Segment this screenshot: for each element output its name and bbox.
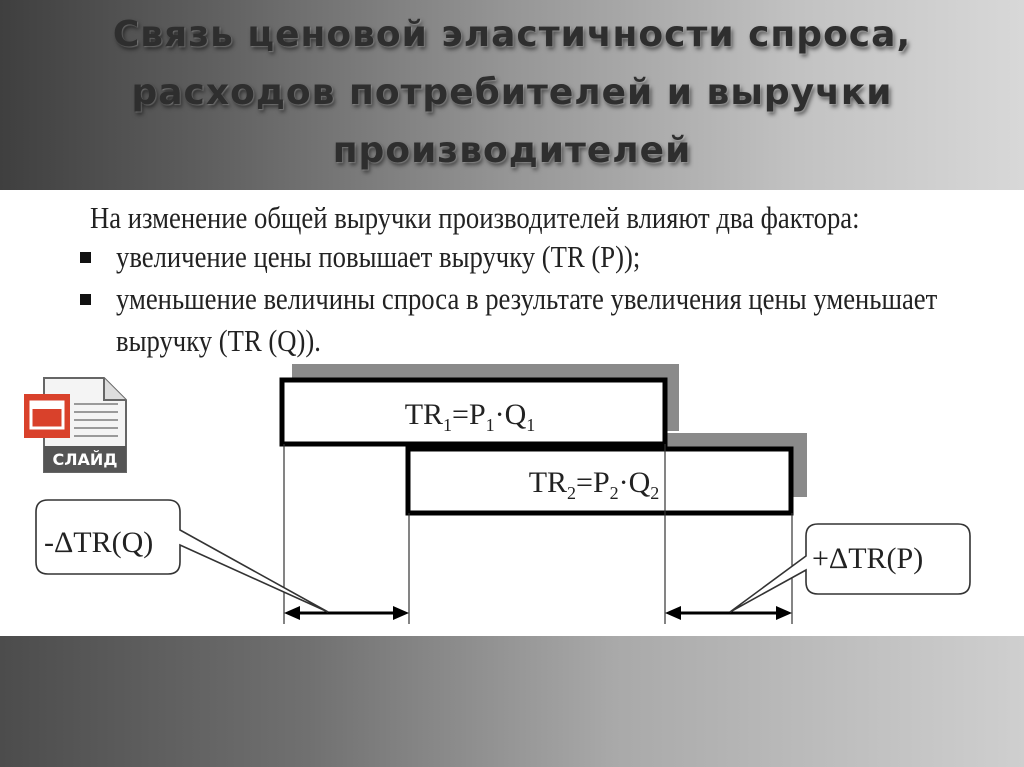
bullet-marker-2 — [80, 294, 91, 305]
slide-file-icon[interactable]: СЛАЙД — [22, 372, 130, 478]
bullet-text-1: увеличение цены повышает выручку (TR (P)… — [116, 239, 641, 274]
callout-right-text: +ΔTR(P) — [812, 542, 923, 575]
box-tr1 — [279, 377, 668, 447]
callout-left-bubble — [35, 499, 329, 613]
box-tr2 — [405, 446, 794, 516]
bullet-text-2b: выручку (TR (Q)). — [116, 323, 321, 358]
bullet-text-2a: уменьшение величины спроса в результате … — [116, 281, 938, 316]
title-line-2: расходов потребителей и выручки — [131, 72, 893, 113]
formula-tr2: TR2=P2·Q2 — [529, 466, 660, 503]
title-line-3: производителей — [332, 130, 692, 171]
bottom-band — [0, 636, 1024, 767]
delta-arrow-right — [665, 606, 792, 620]
title-line-1: Связь ценовой эластичности спроса, — [112, 14, 912, 55]
callout-right-bubble — [729, 523, 971, 613]
slide-title: Связь ценовой эластичности спроса, расхо… — [0, 6, 1024, 180]
delta-arrow-left — [284, 606, 409, 620]
title-area — [0, 0, 1024, 190]
intro-text: На изменение общей выручки производителе… — [90, 200, 860, 235]
slide-icon-label: СЛАЙД — [52, 450, 117, 469]
formula-tr1: TR1=P1·Q1 — [405, 398, 536, 435]
callout-left-text: -ΔTR(Q) — [44, 526, 153, 559]
bullet-marker-1 — [80, 252, 91, 263]
